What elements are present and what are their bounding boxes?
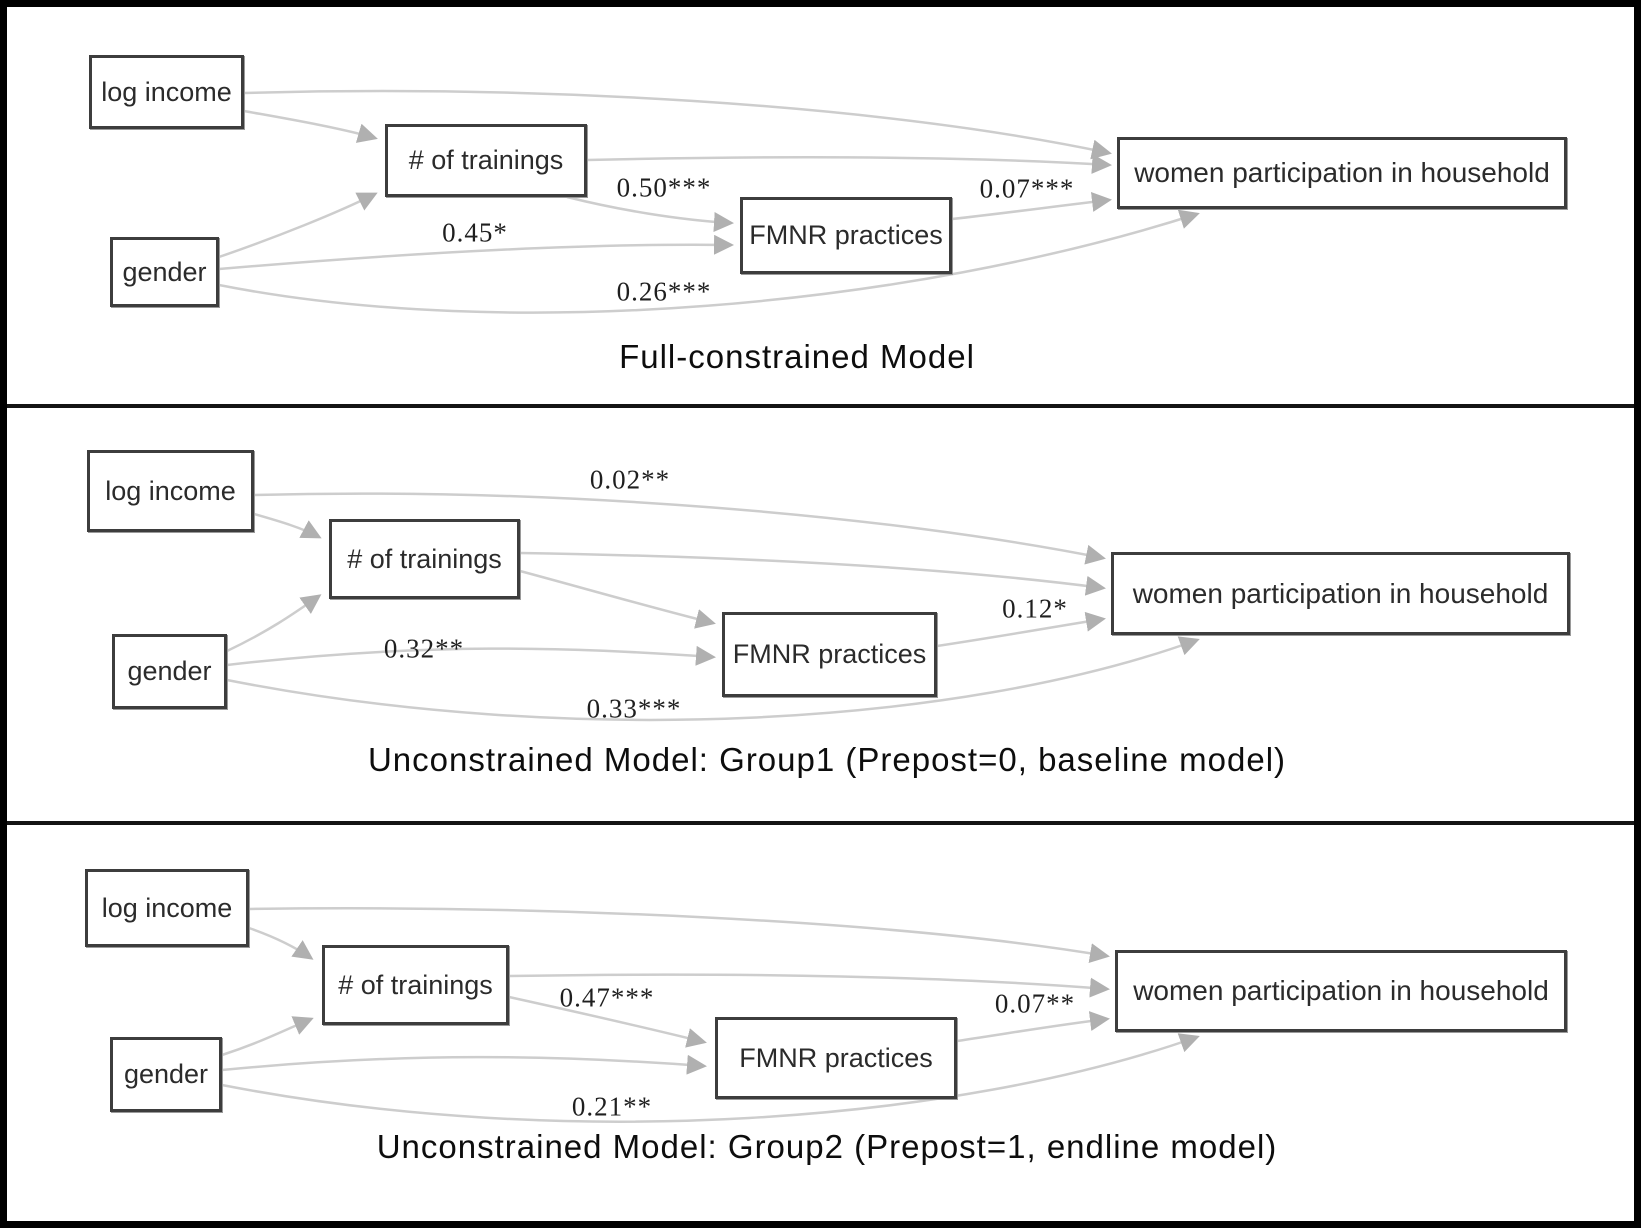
arrow-trainings-to-women-p2 [519, 551, 1106, 596]
arrow-gender-to-fmnr-p1 [218, 234, 734, 271]
coef-trainings-to-fmnr-p3: 0.47*** [559, 982, 655, 1013]
coef-log-income-to-women-p2: 0.02** [589, 464, 671, 495]
coef-fmnr-to-women-p2: 0.12* [1002, 593, 1068, 624]
arrow-gender-to-trainings-p3 [221, 1016, 314, 1057]
arrow-log-income-to-trainings-p2 [253, 512, 322, 539]
node-gender-p3: gender [110, 1037, 222, 1112]
node-trainings-p2: # of trainings [329, 519, 520, 599]
node-women-p3: women participation in household [1115, 950, 1567, 1032]
panel-title-full-constrained: Full-constrained Model [619, 338, 975, 375]
arrow-trainings-to-fmnr-p2 [519, 569, 716, 629]
arrow-log-income-to-women-p2 [253, 492, 1106, 565]
coef-trainings-to-fmnr-p1: 0.50*** [616, 172, 712, 203]
node-trainings-p3: # of trainings [322, 945, 509, 1025]
node-gender-p1: gender [110, 237, 219, 307]
arrow-gender-to-women-bottom-p3 [221, 1033, 1200, 1123]
arrow-log-income-to-trainings-p3 [248, 926, 314, 960]
coef-gender-to-fmnr-p1: 0.45* [442, 217, 508, 248]
node-log-income-p2: log income [87, 450, 254, 532]
node-fmnr-p3: FMNR practices [715, 1017, 957, 1099]
arrow-fmnr-to-women-p2 [936, 611, 1106, 648]
arrow-gender-to-fmnr-p3 [221, 1054, 707, 1075]
node-log-income-p3: log income [85, 869, 249, 947]
arrow-log-income-to-trainings-p1 [243, 109, 378, 143]
arrow-gender-to-women-bottom-p1 [218, 209, 1200, 314]
coef-gender-to-women-p2: 0.33*** [586, 693, 682, 724]
node-women-p1: women participation in household [1117, 137, 1567, 209]
arrow-fmnr-to-women-p1 [951, 192, 1112, 221]
panel-title-group2: Unconstrained Model: Group2 (Prepost=1, … [376, 1128, 1278, 1165]
arrow-trainings-to-fmnr-p1 [566, 195, 734, 233]
arrow-gender-to-women-bottom-p2 [226, 636, 1200, 722]
arrow-trainings-to-women-p3 [508, 973, 1110, 998]
arrow-trainings-to-fmnr-p3 [508, 995, 707, 1048]
arrow-gender-to-fmnr-p2 [226, 645, 716, 667]
arrows-layer [7, 89, 1634, 1123]
node-trainings-p1: # of trainings [385, 124, 587, 197]
panel-title-group1: Unconstrained Model: Group1 (Prepost=0, … [367, 741, 1287, 778]
coef-gender-to-women-p1: 0.26*** [616, 276, 712, 307]
arrow-trainings-to-women-p1 [586, 153, 1112, 174]
node-fmnr-p1: FMNR practices [740, 197, 952, 274]
coef-fmnr-to-women-p3: 0.07** [994, 988, 1076, 1019]
coef-gender-to-fmnr-p2: 0.32** [383, 633, 465, 664]
arrow-log-income-to-women-p1 [243, 89, 1112, 160]
arrow-log-income-to-women-p3 [248, 907, 1110, 964]
arrow-gender-to-trainings-p1 [218, 192, 378, 259]
arrow-gender-to-trainings-p2 [226, 594, 322, 653]
arrow-fmnr-to-women-p3 [956, 1011, 1110, 1043]
node-women-p2: women participation in household [1111, 552, 1570, 635]
node-log-income-p1: log income [89, 55, 244, 129]
node-fmnr-p2: FMNR practices [722, 612, 937, 697]
coef-gender-to-women-p3: 0.21** [571, 1091, 653, 1122]
coef-fmnr-to-women-p1: 0.07*** [979, 173, 1075, 204]
node-gender-p2: gender [112, 634, 227, 709]
